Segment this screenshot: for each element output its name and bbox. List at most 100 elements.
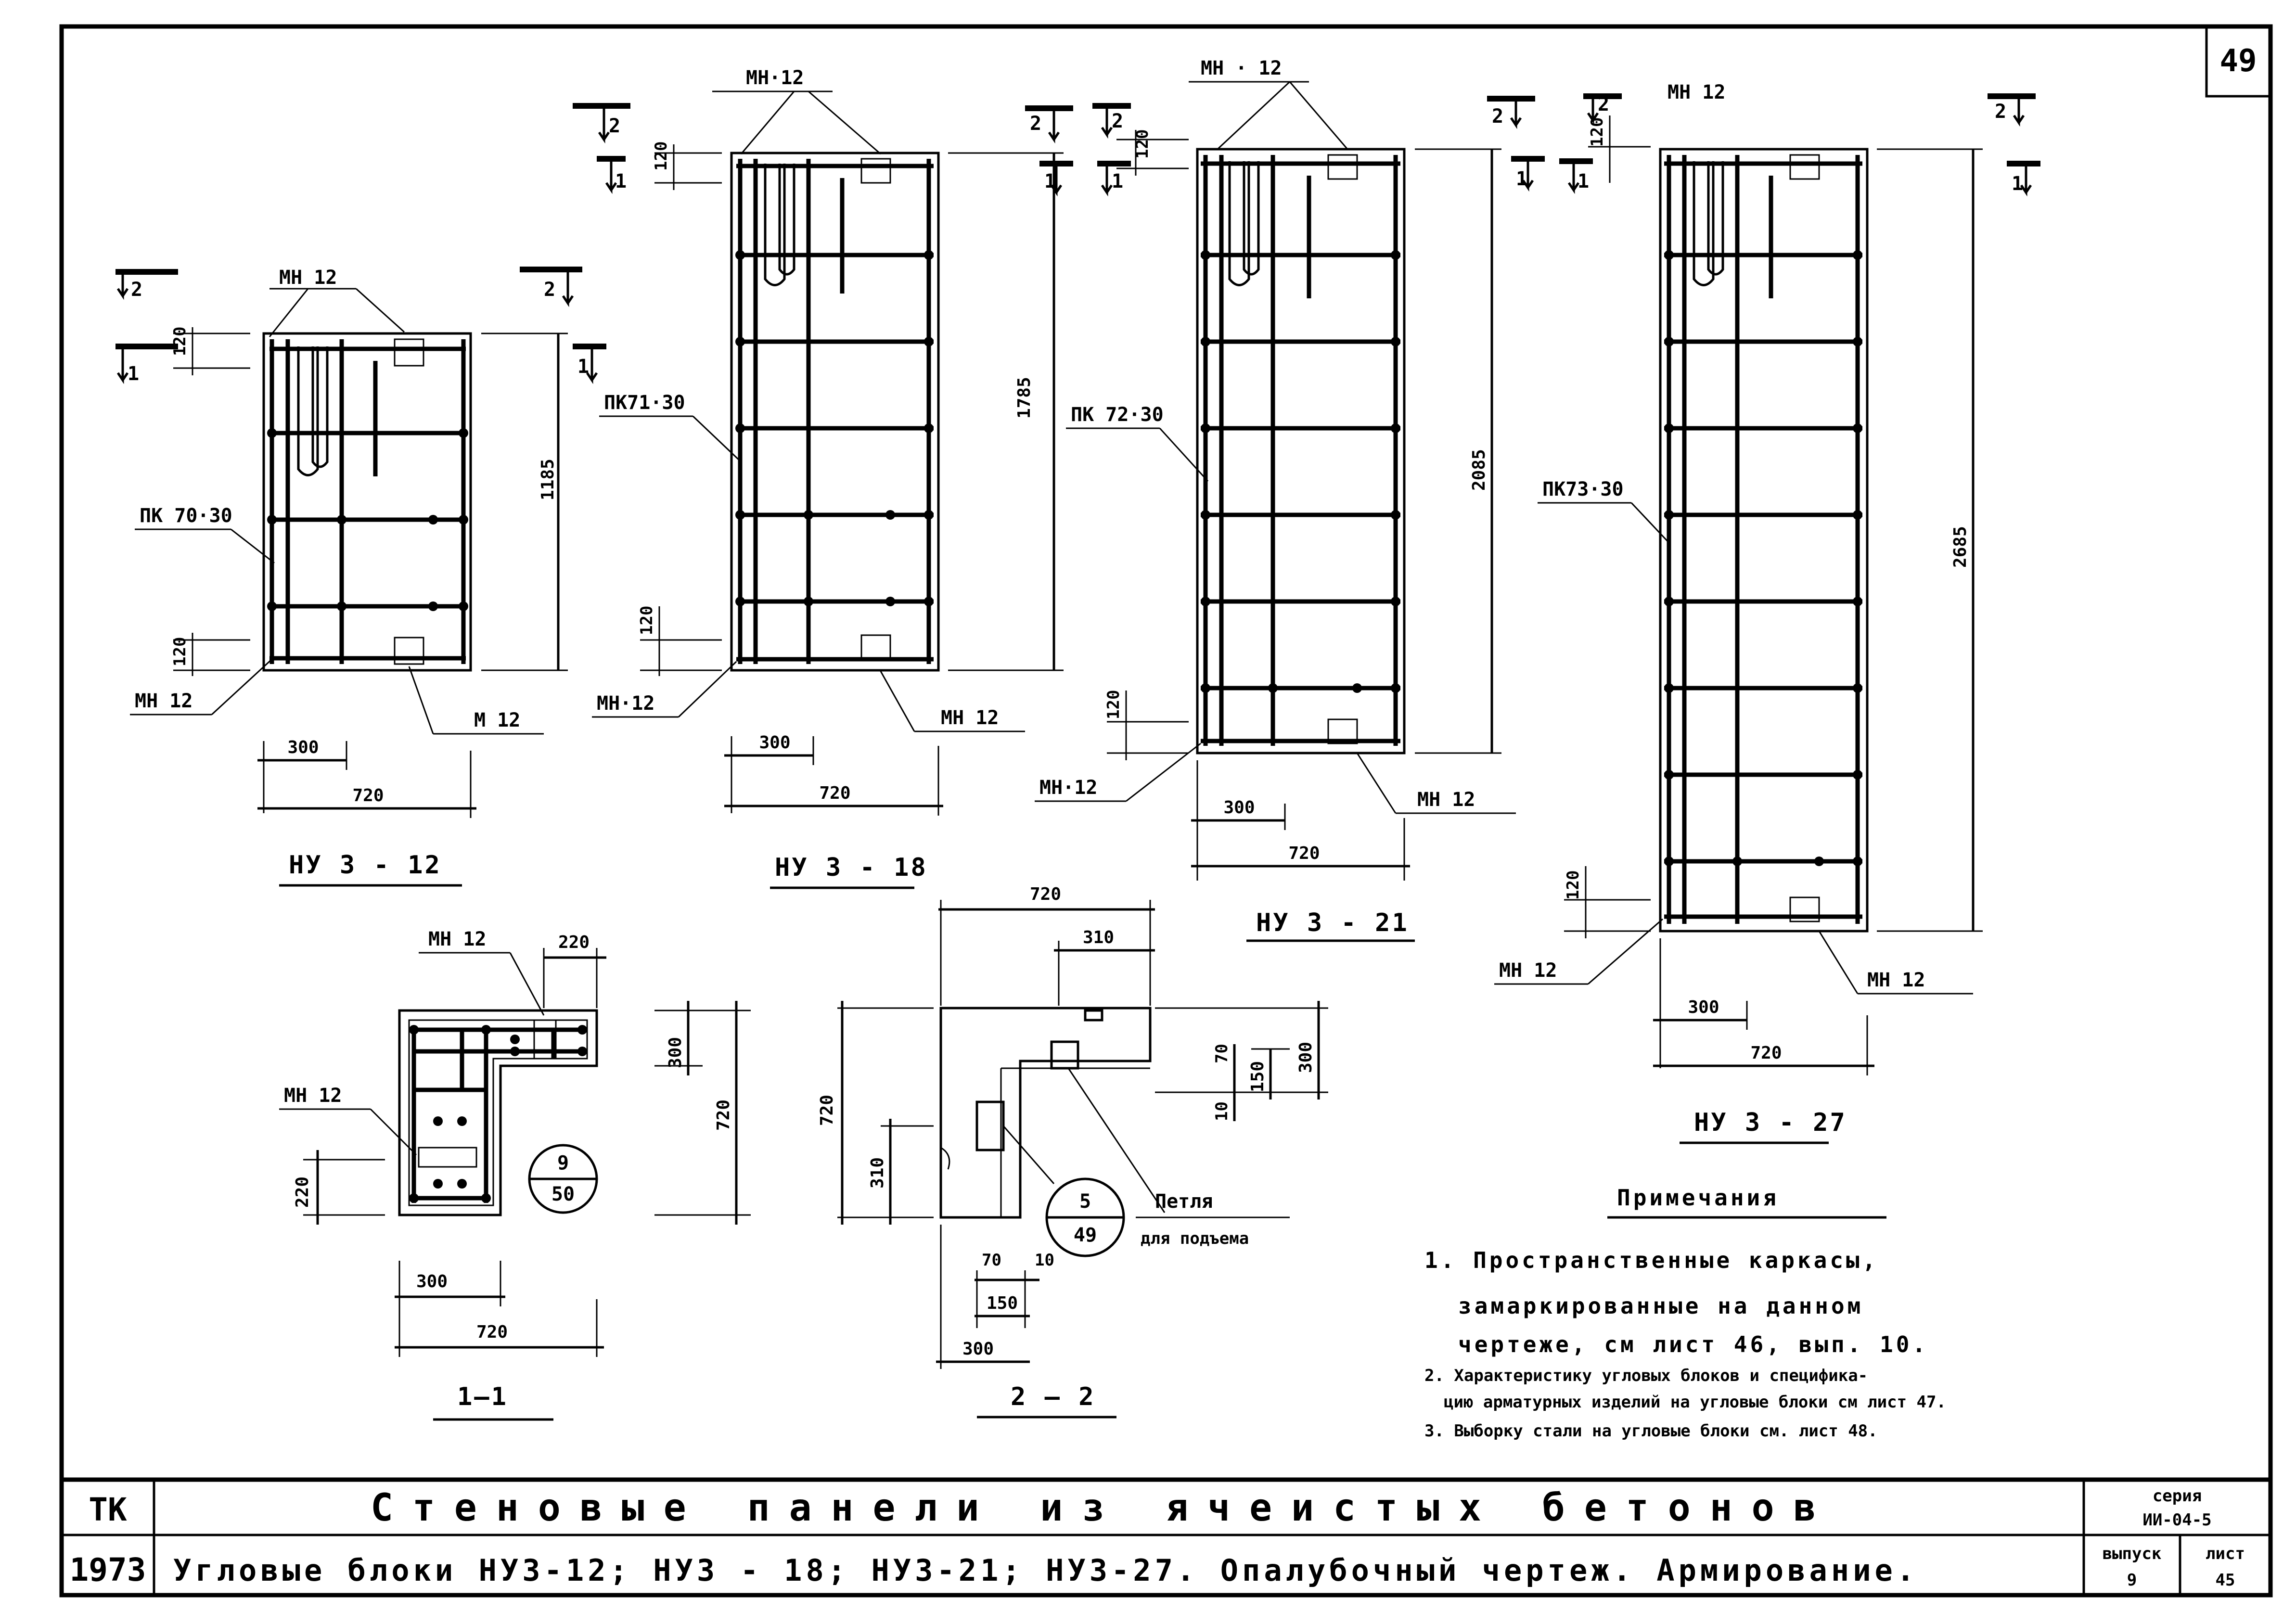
svg-text:1: 1 [128, 363, 139, 385]
bottom-step-dim: 120 [170, 637, 190, 666]
sheet-title: Стеновые панели из ячеистых бетонов [371, 1486, 1835, 1530]
section-mark-1-right: 1 [573, 344, 606, 384]
page-number-box: 49 [2205, 26, 2270, 98]
sheet-frame [59, 24, 2273, 1598]
mesh-label-top: МН 12 [1667, 81, 1725, 103]
mesh-label-left: МН 12 [284, 1085, 342, 1107]
svg-text:1: 1 [2012, 173, 2023, 195]
height-dim: 1185 [538, 459, 558, 500]
mesh-label-top: МН 12 [279, 267, 337, 289]
dim-top: 220 [558, 933, 590, 952]
svg-text:1: 1 [1044, 170, 1056, 192]
width-dim-720: 720 [1288, 844, 1320, 863]
dim-right-720: 720 [714, 1100, 733, 1131]
dim-left-220: 220 [293, 1176, 312, 1208]
svg-text:5: 5 [1079, 1190, 1091, 1213]
width-dim-300: 300 [287, 738, 319, 757]
svg-text:2: 2 [1598, 93, 1609, 115]
dim-bottom-300: 300 [962, 1339, 994, 1359]
block-nu3-21: МН · 12 ПК 72·30 МН·12 МН 12 2085 120 12… [1025, 57, 1516, 942]
sheet-subtitle: Угловые блоки НУ3-12; НУ3 - 18; НУ3-21; … [173, 1553, 1918, 1588]
block-name: НУ 3 - 27 [1694, 1108, 1847, 1137]
block-name: НУ 3 - 12 [289, 851, 442, 880]
loop-label-2: для подъема [1141, 1229, 1249, 1248]
mesh-label-bottom-left: МН·12 [597, 692, 654, 715]
mesh-label-bottom-left: МН 12 [135, 690, 192, 712]
svg-text:1: 1 [577, 356, 589, 378]
mesh-label-top: МН · 12 [1201, 57, 1282, 79]
dim-bottom-720: 720 [476, 1322, 508, 1342]
block-outline [730, 152, 940, 672]
mesh-label-bottom-right: МН 12 [941, 707, 999, 729]
block-name: НУ 3 - 18 [775, 853, 928, 882]
dim-top-310: 310 [1083, 928, 1114, 947]
dim-bottom-300: 300 [416, 1272, 448, 1292]
frame-label: ПК71·30 [604, 392, 685, 414]
block-nu3-18: МН·12 ПК71·30 МН·12 МН 12 1785 120 120 3… [573, 67, 1064, 889]
notes-heading: Примечания [1617, 1185, 1779, 1211]
dim-top-720: 720 [1030, 884, 1061, 904]
bottom-step-dim: 120 [1104, 690, 1123, 719]
note-3: 3. Выборку стали на угловые блоки см. ли… [1424, 1421, 1878, 1441]
dim-bottom-150: 150 [987, 1293, 1018, 1313]
note-1-line-3: чертеже, см лист 46, вып. 10. [1458, 1331, 1928, 1357]
svg-text:1: 1 [1578, 170, 1589, 192]
svg-text:9: 9 [557, 1152, 569, 1174]
mesh-label-bottom-right: МН 12 [1867, 969, 1925, 991]
section-mark-2: 2 [573, 103, 630, 144]
height-dim: 2085 [1469, 449, 1489, 491]
mesh-label-top: МН·12 [746, 67, 804, 89]
mesh-label-top: МН 12 [428, 928, 486, 950]
mesh-label-bottom-right: МН 12 [1417, 789, 1475, 811]
dim-right-150: 150 [1248, 1061, 1268, 1092]
mesh-label-bottom-left: МН·12 [1039, 777, 1097, 799]
section-label: 2 — 2 [1011, 1382, 1096, 1411]
dim-right-10: 10 [1212, 1101, 1231, 1121]
svg-text:2: 2 [609, 115, 620, 137]
detail-reference-9-50: 9 50 [528, 1144, 598, 1214]
section-mark-1: 1 [597, 156, 627, 194]
frame-label: ПК 72·30 [1071, 404, 1164, 426]
height-dim: 1785 [1014, 377, 1034, 419]
svg-text:1: 1 [1516, 168, 1527, 190]
width-dim-300: 300 [1688, 997, 1719, 1017]
series-value: ИИ-04-5 [2142, 1510, 2211, 1530]
dim-bottom-10: 10 [1035, 1251, 1054, 1270]
detail-reference-5-49: 5 49 [1045, 1177, 1125, 1257]
block-nu3-12: МН 12 ПК 70·30 МН 12 М 12 1185 120 120 3… [115, 267, 606, 887]
section-mark-2: 2 2 2 [1487, 93, 2036, 129]
l-section-outline [398, 1009, 598, 1216]
year: 1973 [70, 1551, 146, 1588]
svg-text:50: 50 [552, 1183, 575, 1205]
top-step-dim: 120 [1133, 129, 1152, 159]
org-code: ТК [89, 1491, 127, 1528]
issue-label: выпуск [2103, 1544, 2162, 1563]
svg-text:2: 2 [1112, 110, 1123, 132]
frame-label: ПК 70·30 [140, 505, 232, 527]
dim-left-310: 310 [868, 1157, 887, 1189]
top-step-dim: 120 [1588, 117, 1607, 147]
section-2-2: 720 310 720 310 300 150 70 10 70 10 150 … [817, 884, 1328, 1419]
dim-bottom-70: 70 [982, 1251, 1001, 1270]
section-mark-2-right: 2 [520, 267, 582, 307]
mesh-label-bottom-left: МН 12 [1499, 959, 1557, 982]
width-dim-300: 300 [1223, 798, 1255, 818]
loop-label: Петля [1155, 1190, 1213, 1213]
svg-text:2: 2 [544, 279, 555, 301]
width-dim-300: 300 [759, 733, 790, 753]
top-step-dim: 120 [652, 141, 671, 171]
frame-label: ПК73·30 [1542, 478, 1624, 500]
dim-right-300: 300 [666, 1037, 685, 1068]
l-section-outline [939, 1007, 1152, 1219]
sheet-label: лист [2206, 1544, 2245, 1563]
dim-right-70: 70 [1212, 1044, 1231, 1063]
svg-text:2: 2 [1995, 101, 2006, 123]
svg-text:1: 1 [615, 170, 627, 192]
sheet-value: 45 [2216, 1571, 2235, 1590]
block-outline [262, 332, 472, 672]
section-mark-2: 2 2 [1025, 103, 1131, 144]
dim-right-300: 300 [1296, 1042, 1316, 1073]
block-outline [1659, 148, 1869, 933]
bottom-step-dim: 120 [637, 606, 656, 635]
